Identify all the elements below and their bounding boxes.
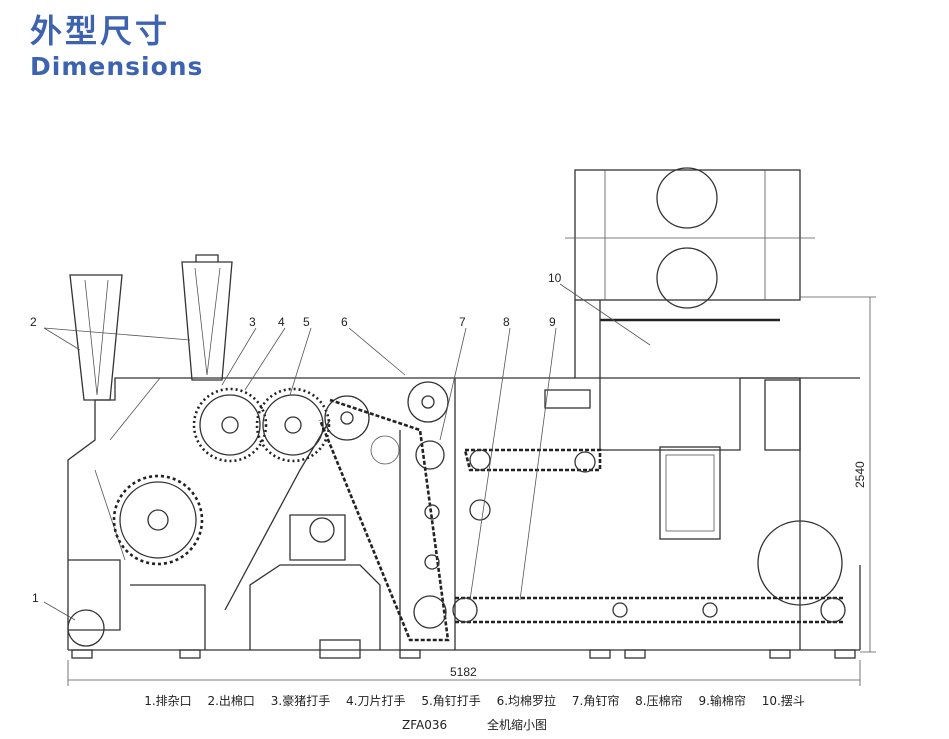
callout-4: 4	[278, 315, 285, 329]
legend-item: 8.压棉帘	[635, 694, 683, 708]
callout-6: 6	[341, 315, 348, 329]
legend-item: 6.均棉罗拉	[496, 694, 557, 708]
drawing-caption: ZFA036 全机缩小图	[0, 716, 949, 733]
callout-9: 9	[549, 315, 556, 329]
dimension-height: 2540	[853, 461, 867, 488]
callouts: 1 2 3 4 5 6 7 8 9 10	[30, 271, 562, 605]
callout-2: 2	[30, 315, 37, 329]
right-section	[454, 167, 860, 650]
legend-item: 7.角钉帘	[571, 694, 620, 708]
legend-item: 5.角钉打手	[421, 694, 481, 708]
drawing-code: ZFA036	[402, 718, 448, 732]
page-title-english: Dimensions	[30, 52, 204, 81]
legend-item: 1.排杂口	[144, 694, 192, 708]
legend-item: 3.豪猪打手	[270, 694, 331, 708]
drawing-name: 全机缩小图	[486, 718, 547, 732]
callout-5: 5	[303, 315, 310, 329]
callout-7: 7	[459, 315, 466, 329]
page-title-chinese: 外型尺寸	[30, 12, 171, 50]
feed-lattice	[452, 565, 861, 650]
callout-3: 3	[249, 315, 256, 329]
base-feet	[68, 639, 860, 659]
callout-8: 8	[503, 315, 510, 329]
dimension-lines: 5182 2540	[67, 296, 876, 686]
callout-10: 10	[548, 271, 562, 285]
dimension-width: 5182	[450, 665, 477, 679]
beaters	[67, 381, 449, 647]
spiked-lattice	[318, 398, 450, 642]
left-frame	[67, 377, 455, 650]
parts-legend: 1.排杂口 2.出棉口 3.豪猪打手 4.刀片打手 5.角钉打手 6.均棉罗拉 …	[0, 692, 949, 709]
legend-item: 10.摆斗	[761, 694, 805, 708]
legend-item: 4.刀片打手	[346, 694, 406, 708]
legend-item: 9.输棉帘	[698, 694, 746, 708]
legend-item: 2.出棉口	[207, 694, 255, 708]
callout-1: 1	[32, 591, 39, 605]
leader-lines	[43, 283, 651, 621]
